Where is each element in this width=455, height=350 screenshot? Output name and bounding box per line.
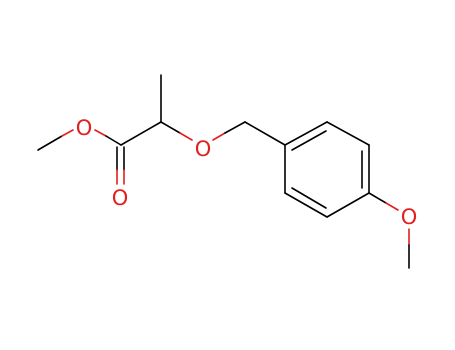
ring-bond-1 xyxy=(284,121,328,146)
atom-ester-oxygen: O xyxy=(76,116,93,140)
ring-bond-5 xyxy=(284,192,328,218)
bond-ester-o-carbonyl-red xyxy=(94,129,107,137)
bond-ch2-ring xyxy=(244,121,286,146)
atom-ether-oxygen: O xyxy=(195,137,212,161)
bond-ring-methoxy-o-red xyxy=(385,202,399,211)
bond-ester-o-carbonyl xyxy=(105,135,122,146)
ring-bond-4 xyxy=(326,192,370,218)
bond-methyl-ester-o-red xyxy=(61,129,74,137)
bond-ring-methoxy-o xyxy=(368,192,387,204)
atom-carbonyl-oxygen: O xyxy=(112,186,129,210)
bond-ether-o-ch2-red xyxy=(212,132,226,141)
atom-methoxy-oxygen: O xyxy=(401,205,418,229)
bond-carbonyl-alpha xyxy=(120,121,162,146)
ring-inner-bond-c xyxy=(291,187,327,209)
bond-alpha-ether-o xyxy=(160,121,181,134)
ring-inner-bond-a xyxy=(291,130,327,151)
bond-ether-o-ch2 xyxy=(224,121,246,134)
ring-bond-2 xyxy=(326,121,370,146)
bond-alpha-ether-o-red xyxy=(179,132,193,141)
bond-methyl-ester-o xyxy=(37,135,63,151)
